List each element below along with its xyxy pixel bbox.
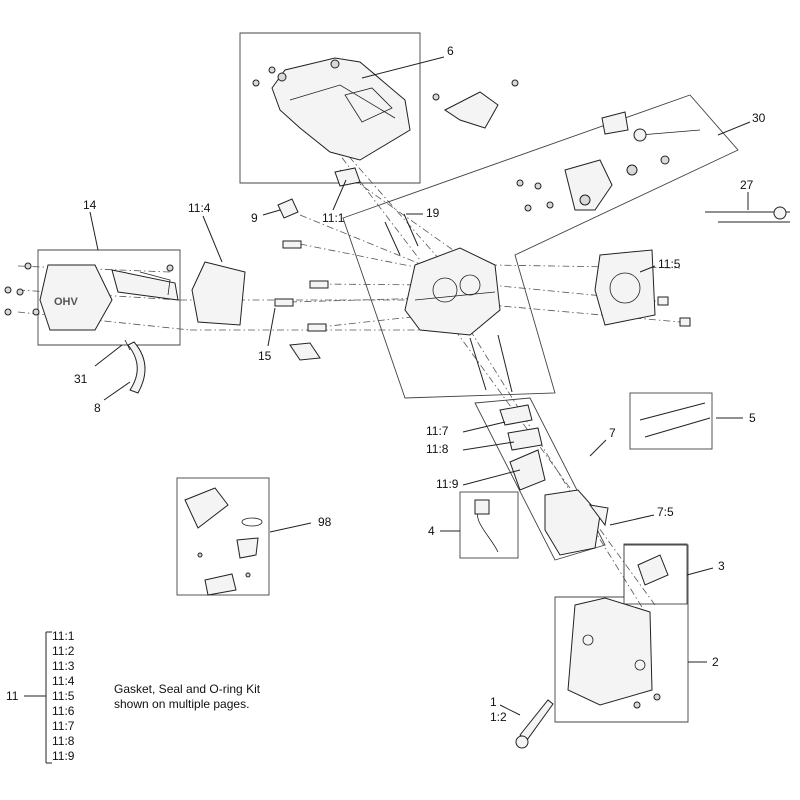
head-bolts-part (274, 240, 329, 361)
gasket-11-7-part (499, 404, 533, 426)
gasket-11-4-part (191, 261, 246, 326)
callout-19: 19 (426, 206, 440, 220)
callout-11-9: 11:9 (436, 477, 459, 491)
frame-cylinder-head (342, 94, 739, 399)
callout-6: 6 (447, 44, 454, 58)
parts: OHV (4, 57, 790, 749)
frame-throttle-rod (629, 392, 713, 450)
screw-a (633, 701, 641, 709)
group-frames (37, 32, 739, 723)
callout-31: 31 (74, 372, 88, 386)
callout-27: 27 (740, 178, 754, 192)
callout-98: 98 (318, 515, 332, 529)
callout-3: 3 (718, 559, 725, 573)
screw-b (653, 693, 661, 701)
kit-item: 11:6 (52, 704, 75, 718)
frame-98-kit (176, 477, 270, 596)
dowel-b (679, 317, 691, 327)
kit-item: 11:5 (52, 689, 75, 703)
throttle-rod-2-part (644, 417, 711, 438)
breather-hose-part (127, 341, 146, 394)
gasket-11-5-part (594, 249, 656, 326)
callout-11-8: 11:8 (426, 442, 449, 456)
air-cleaner-hole-b (634, 659, 646, 671)
kit-item: 11:8 (52, 734, 75, 748)
callout-14: 14 (83, 198, 97, 212)
frame-valve-cover (239, 32, 421, 184)
stud-19b (403, 213, 419, 247)
frame-air-cleaner (554, 544, 689, 723)
key-head (515, 735, 529, 749)
callout-1-2: 1:2 (490, 710, 507, 724)
callout-11-4: 11:4 (188, 201, 211, 215)
air-cleaner-part (567, 597, 653, 706)
valve-train-part (516, 111, 701, 212)
bolt-top (511, 79, 519, 87)
callout-8: 8 (94, 401, 101, 415)
callout-1: 1 (490, 695, 497, 709)
kit-note-line1: Gasket, Seal and O-ring Kit (114, 682, 261, 696)
throttle-rod-part (639, 402, 706, 421)
callout-7-5: 7:5 (657, 505, 674, 519)
kit-item: 11:1 (52, 629, 75, 643)
kit-legend: 11 11:1 11:2 11:3 11:4 11:5 11:6 11:7 11… (6, 629, 261, 764)
frame-choke-cable (459, 491, 519, 559)
choke-switch-part (474, 499, 490, 515)
oil-cover-part: OHV (4, 262, 179, 331)
kit-item: 11:4 (52, 674, 75, 688)
callout-4: 4 (428, 524, 435, 538)
kit-98-parts (184, 487, 263, 596)
cylinder-head-part (404, 247, 501, 336)
leader-lines (89, 56, 751, 716)
dowel-a (657, 296, 669, 306)
stud-19a (384, 221, 401, 256)
kit-item: 11:7 (52, 719, 75, 733)
callout-9: 9 (251, 211, 258, 225)
stud-lower-b (497, 334, 513, 393)
frame-carburetor (474, 397, 606, 561)
callout-11-7: 11:7 (426, 424, 449, 438)
bolt-top-2 (432, 93, 440, 101)
valve-cover-part (252, 57, 411, 187)
gasket-11-9-part (509, 449, 546, 491)
push-rods-part (705, 206, 790, 223)
callout-30: 30 (752, 111, 766, 125)
callout-11-5: 11:5 (658, 257, 681, 271)
key-part (519, 699, 554, 741)
carb-lever-part (588, 504, 609, 527)
solenoid-part (637, 554, 669, 586)
kit-item: 11:2 (52, 644, 75, 658)
air-cleaner-hole-a (582, 634, 594, 646)
rocker-bracket-part (444, 91, 499, 129)
kit-note-line2: shown on multiple pages. (114, 697, 249, 711)
kit-item: 11:3 (52, 659, 75, 673)
callout-5: 5 (749, 411, 756, 425)
svg-text:OHV: OHV (54, 296, 79, 308)
callout-7: 7 (609, 426, 616, 440)
callout-15: 15 (258, 349, 272, 363)
kit-item: 11:9 (52, 749, 75, 763)
callout-labels: 6 30 27 14 11:4 9 11:1 19 11:5 15 31 8 5… (74, 44, 766, 724)
carburetor-part (544, 489, 601, 556)
spark-plug-part (277, 198, 299, 219)
spacer-11-8-part (507, 427, 543, 451)
kit-number: 11 (6, 689, 19, 703)
stud-lower-a (469, 337, 487, 391)
callout-11-1: 11:1 (322, 211, 345, 225)
callout-2: 2 (712, 655, 719, 669)
